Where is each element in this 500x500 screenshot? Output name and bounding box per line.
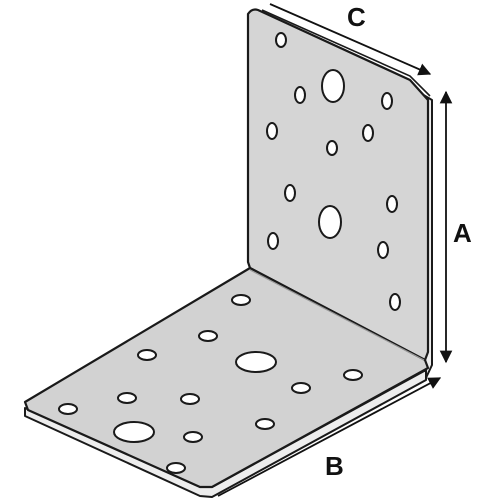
vertical-plate-holes [266, 32, 401, 311]
hole [377, 241, 389, 259]
hole [294, 86, 306, 104]
hole [291, 382, 311, 394]
hole [180, 393, 200, 405]
hole-large [321, 69, 345, 103]
dimension-b-label: B [325, 451, 344, 481]
hole-large [318, 205, 342, 239]
hole-large [235, 351, 277, 373]
hole [389, 293, 401, 311]
hole [266, 122, 278, 140]
dimension-a-label: A [453, 218, 472, 248]
hole [284, 184, 296, 202]
dimension-c-label: C [347, 2, 366, 32]
hole [117, 392, 137, 404]
hole [386, 195, 398, 213]
hole [275, 32, 287, 48]
dimension-b: B [217, 377, 442, 497]
hole [137, 349, 157, 361]
hole [381, 92, 393, 110]
hole [231, 294, 251, 306]
hole [58, 403, 78, 415]
hole [267, 232, 279, 250]
hole [255, 418, 275, 430]
dimension-c: C [269, 2, 432, 76]
dimension-a: A [439, 90, 472, 364]
hole [183, 431, 203, 443]
hole [198, 330, 218, 342]
hole [166, 462, 186, 474]
hole-large [113, 421, 155, 443]
hole [343, 369, 363, 381]
hole [362, 124, 374, 142]
horizontal-plate-holes [58, 294, 363, 474]
hole [326, 140, 338, 156]
